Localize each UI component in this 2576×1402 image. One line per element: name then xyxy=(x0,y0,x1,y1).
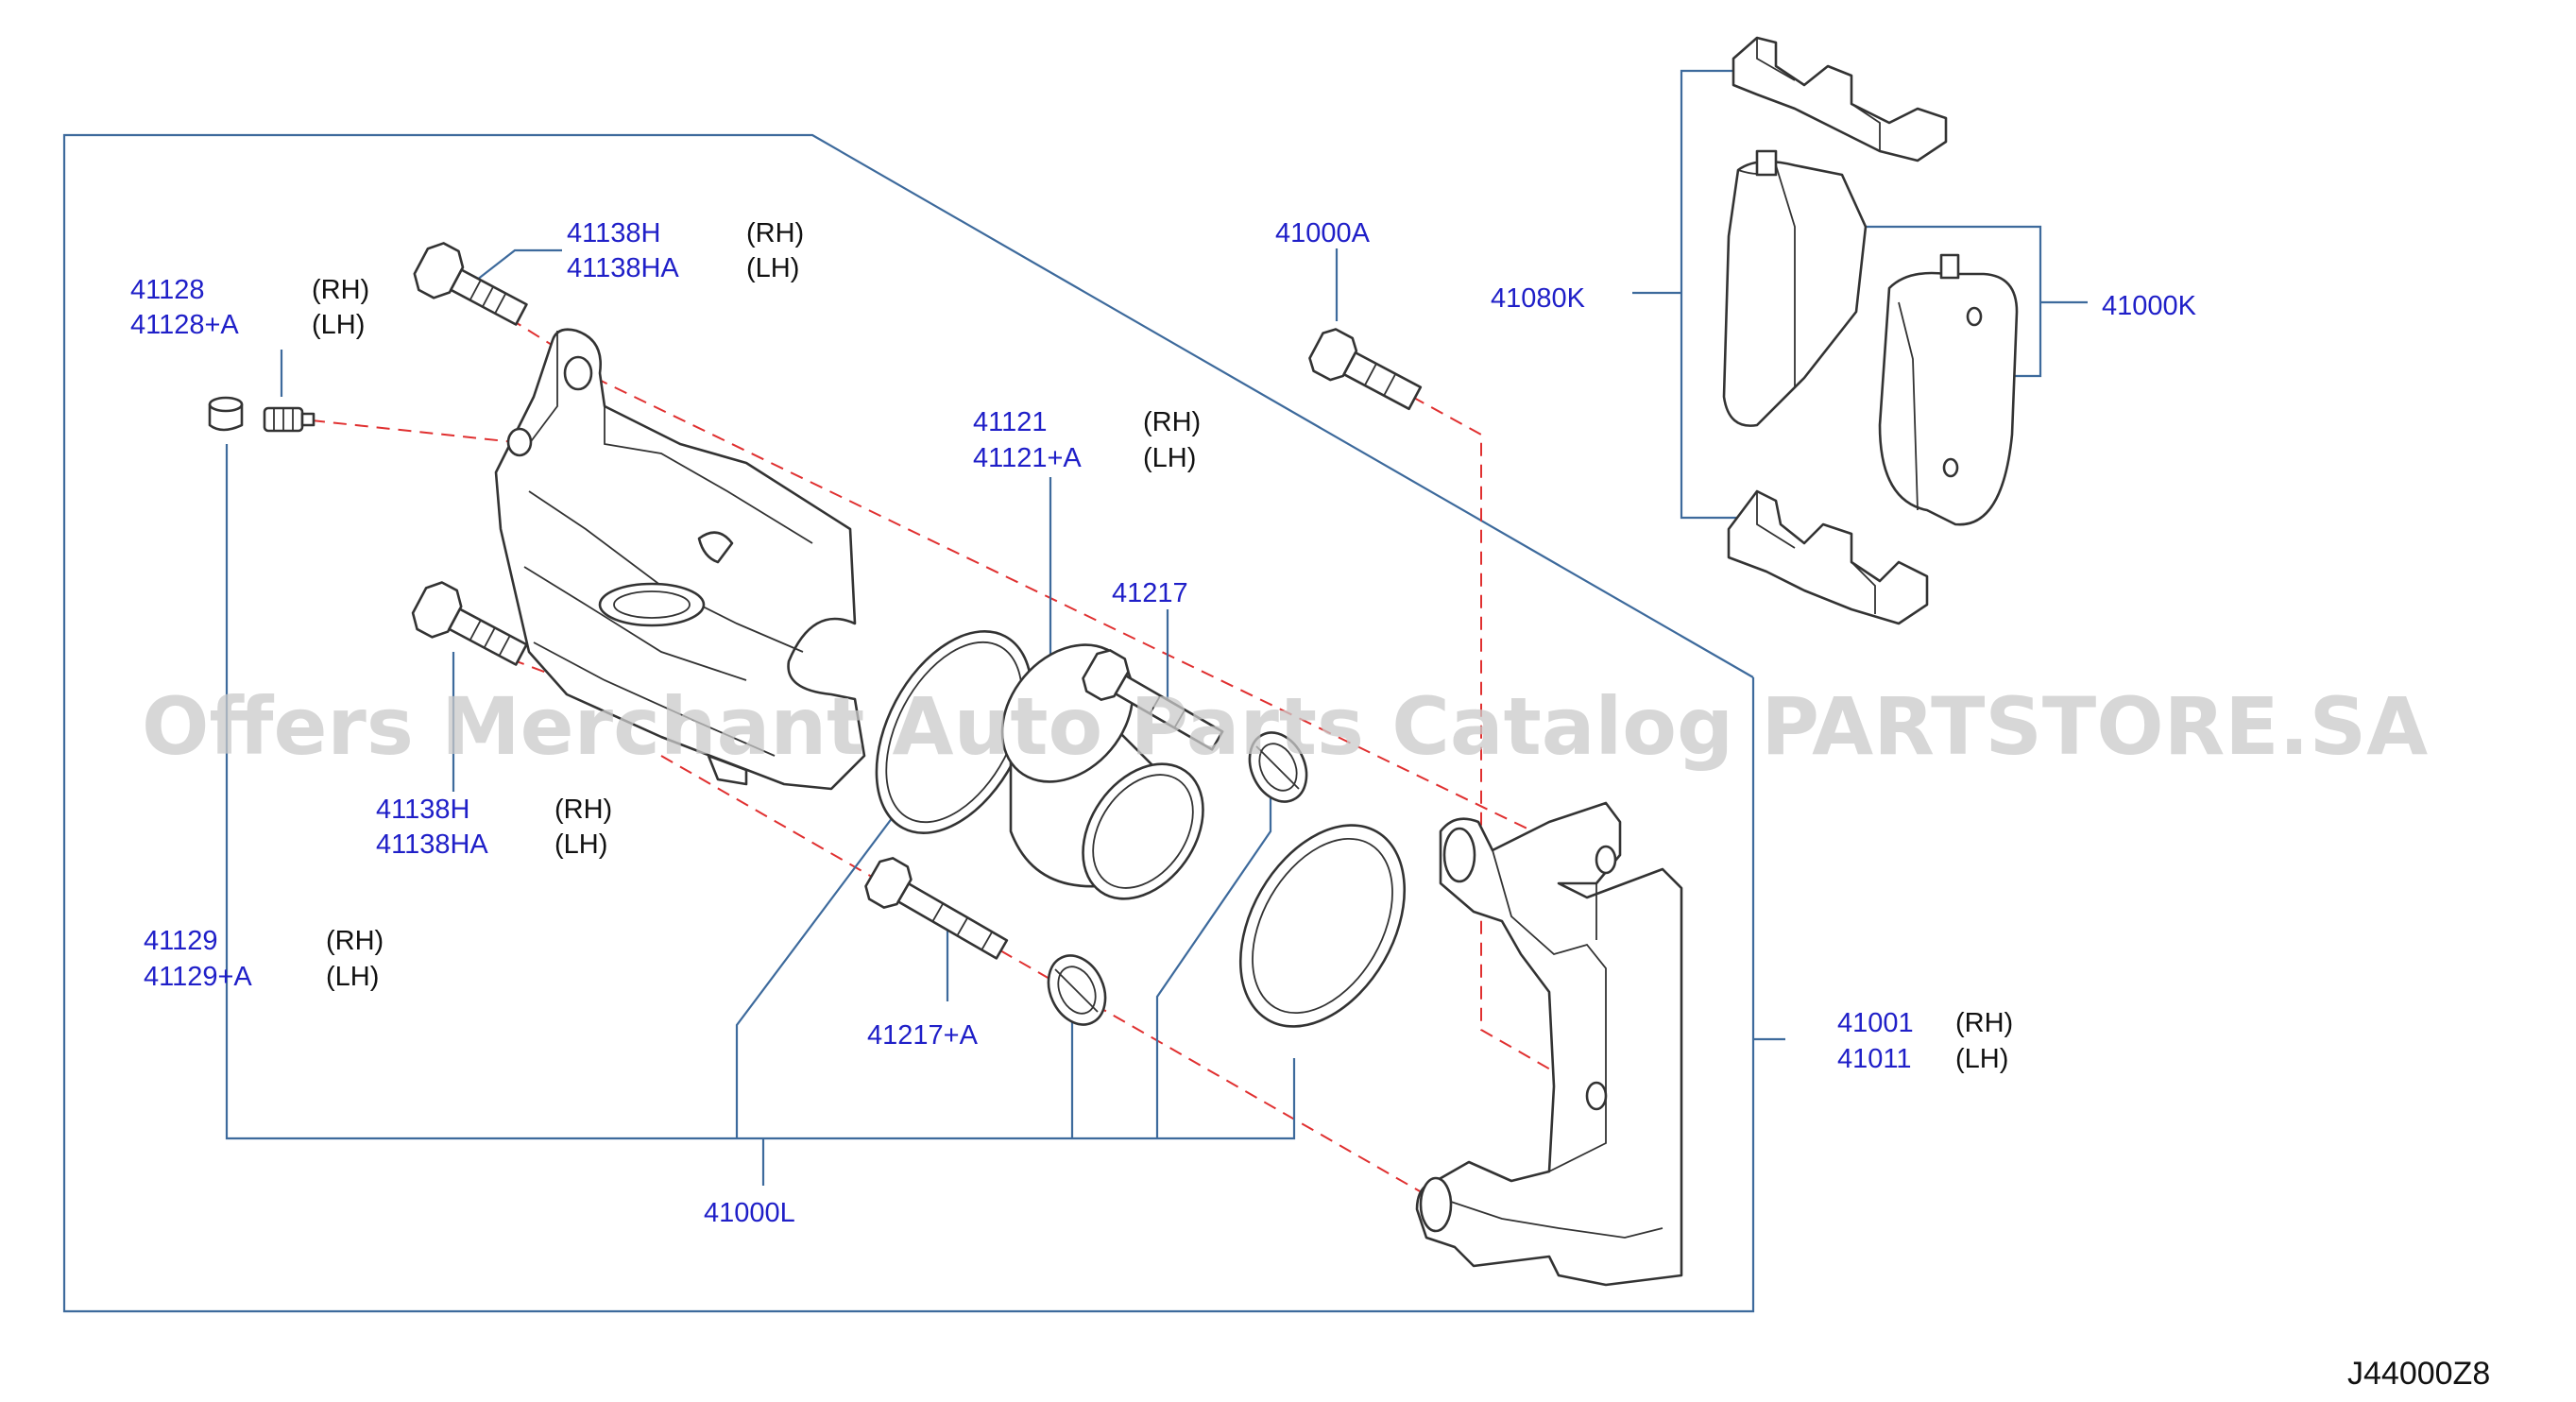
part-number[interactable]: 41000L xyxy=(704,1198,795,1228)
callout-41138h-bottom: 41138H (RH) 41138HA (LH) xyxy=(376,795,612,860)
leader-41000l-bushing xyxy=(1155,794,1272,1138)
side-label: (RH) xyxy=(554,795,612,825)
side-label: (RH) xyxy=(312,275,369,305)
piston-part xyxy=(1000,643,1204,900)
alignment-line xyxy=(311,419,516,443)
side-label: (RH) xyxy=(1955,1008,2013,1038)
side-label: (RH) xyxy=(746,218,804,248)
pad-clip-bottom-part xyxy=(1727,489,1929,625)
side-label: (LH) xyxy=(312,310,365,340)
callout-41121: 41121 (RH) 41121+A (LH) xyxy=(973,407,1201,473)
leader-41138h-top xyxy=(471,248,562,284)
callout-41000k: 41000K xyxy=(2102,291,2197,321)
side-label: (LH) xyxy=(326,962,379,992)
bleeder-cap-part xyxy=(208,396,244,432)
brake-pad-outer-part xyxy=(1878,253,2019,526)
pad-clip-top-part xyxy=(1732,36,1948,162)
caliper-bolt-top-part xyxy=(413,242,528,326)
side-label: (LH) xyxy=(1143,443,1196,473)
leader-41000l-ring xyxy=(735,797,908,1138)
side-label: (LH) xyxy=(746,253,799,283)
caliper-body-part xyxy=(494,328,866,791)
leader-lines xyxy=(225,69,2088,1186)
callout-41000l: 41000L xyxy=(704,1198,795,1228)
dust-boot-part xyxy=(1238,824,1407,1028)
part-number[interactable]: 41128+A xyxy=(130,310,239,340)
side-label: (LH) xyxy=(554,829,607,860)
alignment-line xyxy=(660,755,1427,1196)
callout-41129: 41129 (RH) 41129+A (LH) xyxy=(144,926,384,992)
pin-boot-top-part xyxy=(1248,731,1308,803)
leader-41000k-bracket xyxy=(1847,225,2042,378)
side-label: (LH) xyxy=(1955,1044,2008,1074)
part-number[interactable]: 41129 xyxy=(144,926,218,956)
alignment-line xyxy=(1411,396,1597,1097)
callout-41080k: 41080K xyxy=(1491,283,1586,314)
leader-41080k-bracket xyxy=(1680,69,1738,520)
part-number[interactable]: 41121+A xyxy=(973,443,1082,473)
callout-41217: 41217 xyxy=(1112,578,1188,608)
guide-pin-bottom-part xyxy=(864,857,1009,960)
alignment-line xyxy=(594,377,1593,861)
pin-boot-bottom-part xyxy=(1047,954,1107,1026)
callout-41000a: 41000A xyxy=(1275,218,1371,248)
callout-41138h-top: 41138H (RH) 41138HA (LH) xyxy=(567,218,804,283)
diagram-code: J44000Z8 xyxy=(2347,1356,2490,1392)
part-number[interactable]: 41128 xyxy=(130,275,205,305)
part-number[interactable]: 41121 xyxy=(973,407,1048,437)
part-number[interactable]: 41138H xyxy=(567,218,660,248)
side-label: (RH) xyxy=(1143,407,1201,437)
bracket-bolt-part xyxy=(1308,328,1423,411)
caliper-bolt-bottom-part xyxy=(411,581,528,666)
callout-41001: 41001 (RH) 41011 (LH) xyxy=(1837,1008,2013,1074)
part-number[interactable]: 41129+A xyxy=(144,962,252,992)
part-number[interactable]: 41000K xyxy=(2102,291,2197,321)
bleeder-screw-part xyxy=(263,406,316,433)
part-number[interactable]: 41217 xyxy=(1112,578,1188,608)
watermark: Offers Merchant Auto Parts Catalog PARTS… xyxy=(142,680,2428,773)
callout-41128: 41128 (RH) 41128+A (LH) xyxy=(130,275,369,340)
guide-pin-top-part xyxy=(1082,649,1224,751)
callout-41217a: 41217+A xyxy=(867,1020,979,1051)
part-number[interactable]: 41138H xyxy=(376,795,469,825)
part-number[interactable]: 41011 xyxy=(1837,1044,1912,1074)
part-number[interactable]: 41217+A xyxy=(867,1020,979,1051)
side-label: (RH) xyxy=(326,926,384,956)
part-number[interactable]: 41138HA xyxy=(376,829,488,860)
brake-pad-inner-part xyxy=(1722,149,1868,427)
part-number[interactable]: 41138HA xyxy=(567,253,679,283)
part-number[interactable]: 41000A xyxy=(1275,218,1371,248)
assembly-frame xyxy=(62,133,1755,1313)
leader-41129 xyxy=(225,444,1296,1140)
caliper-bracket-part xyxy=(1415,801,1683,1287)
part-number[interactable]: 41001 xyxy=(1837,1008,1914,1038)
part-number[interactable]: 41080K xyxy=(1491,283,1586,314)
